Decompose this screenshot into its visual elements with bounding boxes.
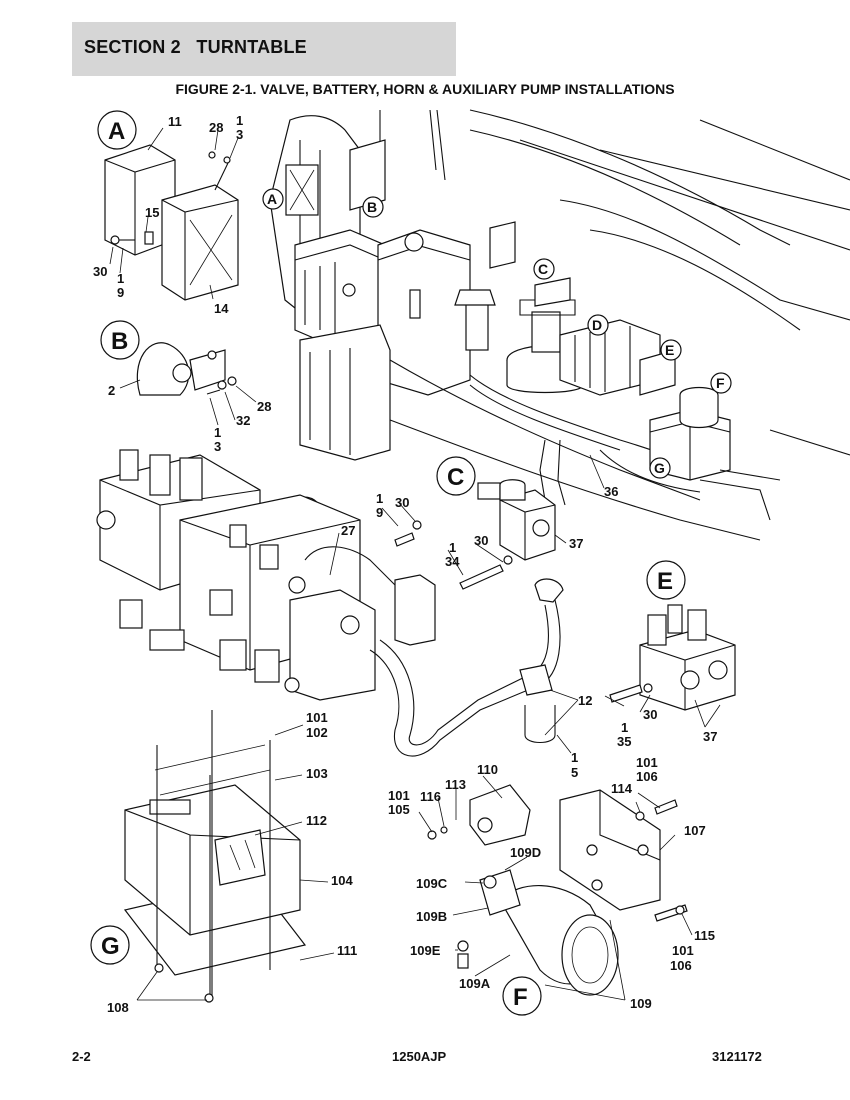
- page-number: 2-2: [72, 1049, 91, 1064]
- callout-1: 1: [214, 425, 221, 440]
- callout-15: 15: [145, 205, 159, 220]
- callout-14: 14: [214, 301, 229, 316]
- section-header-bar: [72, 22, 456, 76]
- callout-112: 112: [306, 813, 327, 828]
- model-name: 1250AJP: [392, 1049, 447, 1064]
- leader-lines: [109, 127, 721, 1001]
- detail-a-valve-box: A: [97, 110, 239, 301]
- location-e-label: E: [665, 342, 674, 358]
- callout-115: 115: [694, 928, 715, 943]
- callout-107: 107: [684, 823, 706, 838]
- callout-1: 1: [621, 720, 628, 735]
- callout-27: 27: [341, 523, 355, 538]
- callout-3: 3: [236, 127, 243, 142]
- detail-c-label: C: [447, 464, 464, 491]
- callout-109b: 109B: [416, 909, 447, 924]
- callout-35: 35: [617, 734, 631, 749]
- location-d-label: D: [592, 317, 602, 333]
- detail-e-label: E: [657, 568, 673, 595]
- callout-1: 1: [571, 750, 578, 765]
- detail-a-label: A: [108, 118, 125, 145]
- solenoid-coils: [119, 449, 280, 683]
- callout-28: 28: [257, 399, 271, 414]
- callout-1: 1: [376, 491, 383, 506]
- location-f-label: F: [716, 375, 725, 391]
- callout-106: 106: [636, 769, 658, 784]
- location-a-label: A: [267, 191, 277, 207]
- callout-109a: 109A: [459, 976, 491, 991]
- callout-30: 30: [643, 707, 657, 722]
- callout-109c: 109C: [416, 876, 448, 891]
- callout-9: 9: [376, 505, 383, 520]
- callout-34: 34: [445, 554, 460, 569]
- callout-9: 9: [117, 285, 124, 300]
- callout-104: 104: [331, 873, 353, 888]
- callout-109: 109: [630, 996, 652, 1011]
- callout-116: 116: [420, 789, 441, 804]
- detail-d-valve-manifold: D: [96, 449, 436, 701]
- callout-28: 28: [209, 120, 223, 135]
- callout-11: 11: [168, 114, 182, 129]
- callout-101: 101: [388, 788, 410, 803]
- document-number: 3121172: [712, 1049, 762, 1064]
- location-b-label: B: [367, 199, 377, 215]
- callout-101: 101: [636, 755, 658, 770]
- callout-114: 114: [611, 781, 633, 796]
- detail-f-aux-pump: F: [427, 784, 688, 1016]
- callout-109e: 109E: [410, 943, 441, 958]
- section-title: SECTION 2 TURNTABLE: [84, 37, 307, 57]
- turntable-assembly: [269, 109, 850, 541]
- callout-37: 37: [703, 729, 717, 744]
- callout-32: 32: [236, 413, 250, 428]
- callout-1: 1: [117, 271, 124, 286]
- detail-b-horn: B: [100, 320, 237, 396]
- figure-title: FIGURE 2-1. VALVE, BATTERY, HORN & AUXIL…: [175, 81, 675, 97]
- callout-1: 1: [236, 113, 243, 128]
- location-markers: A B C D E F G: [262, 188, 732, 479]
- callout-106: 106: [670, 958, 692, 973]
- detail-b-label: B: [111, 328, 128, 355]
- callout-101: 101: [672, 943, 694, 958]
- callout-30: 30: [93, 264, 107, 279]
- location-g-label: G: [654, 460, 665, 476]
- callout-30: 30: [395, 495, 409, 510]
- callout-37: 37: [569, 536, 583, 551]
- detail-f-label: F: [513, 984, 528, 1011]
- hose-assembly: [369, 578, 564, 757]
- callout-1: 1: [449, 540, 456, 555]
- callout-113: 113: [445, 777, 466, 792]
- callout-109d: 109D: [510, 845, 541, 860]
- callout-108: 108: [107, 1000, 129, 1015]
- detail-c-valve: C: [394, 456, 556, 590]
- callout-36: 36: [604, 484, 618, 499]
- callout-101: 101: [306, 710, 328, 725]
- callout-3: 3: [214, 439, 221, 454]
- callout-110: 110: [477, 762, 498, 777]
- callout-2: 2: [108, 383, 115, 398]
- detail-e-valve-pair: E: [609, 560, 736, 711]
- callout-102: 102: [306, 725, 328, 740]
- detail-g-label: G: [101, 933, 120, 960]
- callout-5: 5: [571, 765, 578, 780]
- callout-111: 111: [337, 943, 357, 958]
- callout-12: 12: [578, 693, 592, 708]
- callout-103: 103: [306, 766, 328, 781]
- callout-labels: 11 28 1 3 15 30 1 9 14 2 28 32 1 3 36 1 …: [93, 113, 717, 1015]
- callout-30: 30: [474, 533, 488, 548]
- callout-105: 105: [388, 802, 410, 817]
- detail-g-battery: G: [90, 710, 307, 1003]
- location-c-label: C: [538, 261, 548, 277]
